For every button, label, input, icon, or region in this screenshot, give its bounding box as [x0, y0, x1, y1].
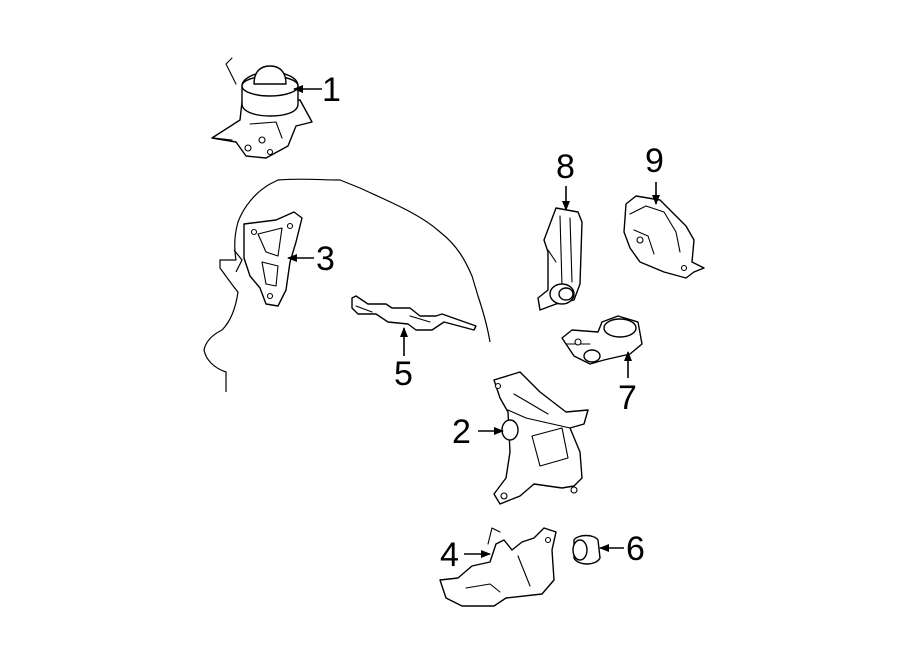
callout-3: 3: [287, 240, 335, 278]
part-1-engine-mount: [211, 57, 313, 159]
callout-label-8: 8: [556, 148, 575, 186]
callout-7: 7: [618, 351, 637, 417]
callout-8: 8: [556, 148, 575, 211]
callout-label-7: 7: [618, 379, 637, 417]
part-3-bracket: [243, 211, 303, 307]
part-9-guard: [623, 195, 705, 279]
callout-1: 1: [293, 71, 341, 109]
callout-label-2: 2: [452, 413, 471, 451]
engine-outline: [203, 178, 491, 392]
callout-6: 6: [599, 530, 645, 568]
part-2-transmission-mount: [493, 371, 589, 505]
callout-label-6: 6: [626, 530, 645, 568]
callout-2: 2: [452, 413, 504, 451]
part-5-support-bracket: [351, 295, 477, 331]
part-7-rear-mount: [561, 315, 643, 365]
callout-label-1: 1: [322, 71, 341, 109]
callout-4: 4: [440, 536, 491, 574]
callout-label-9: 9: [645, 142, 664, 180]
part-4-lower-bracket: [439, 527, 557, 607]
callout-label-3: 3: [316, 240, 335, 278]
callout-5: 5: [394, 327, 413, 393]
part-6-bushing: [572, 534, 601, 565]
part-8-side-mount: [537, 207, 583, 311]
callout-label-4: 4: [440, 536, 459, 574]
callout-9: 9: [645, 142, 664, 205]
callout-label-5: 5: [394, 355, 413, 393]
